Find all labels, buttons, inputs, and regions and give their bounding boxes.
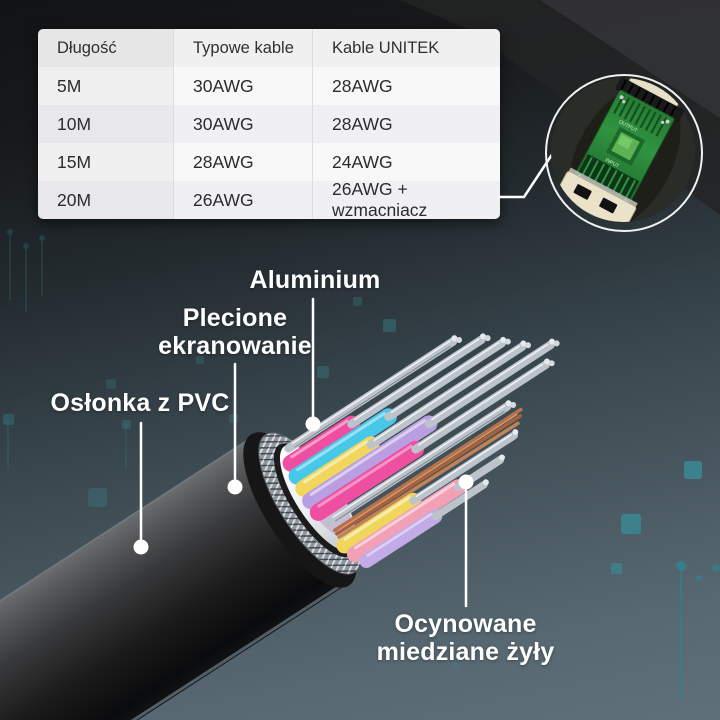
- table-cell: 30AWG: [173, 105, 312, 143]
- table-header-typical: Typowe kable: [173, 29, 312, 67]
- table-header-length: Długość: [38, 29, 173, 67]
- inset-outer-ring: [545, 74, 703, 232]
- corner-sweep-light: [540, 0, 720, 118]
- circuit-trace-right: [676, 561, 720, 702]
- table-cell: 26AWG: [173, 181, 312, 219]
- copper-dot: [458, 474, 474, 490]
- label-tinned-copper: Ocynowane miedziane żyły: [376, 610, 555, 666]
- table-cell: 15M: [38, 143, 173, 181]
- label-pvc-jacket: Osłonka z PVC: [50, 389, 230, 417]
- circuit-traces-left: [7, 229, 127, 470]
- table-cell: 26AWG + wzmacniacz: [312, 179, 500, 219]
- table-cell: 30AWG: [173, 67, 312, 105]
- pvc-jacket: [0, 436, 348, 720]
- awg-comparison-table: Długość Typowe kable Kable UNITEK 5M 30A…: [38, 29, 500, 219]
- table-cell: 10M: [38, 105, 173, 143]
- table-cell: 28AWG: [173, 143, 312, 181]
- connector-photo: OUTPUT INPUT: [551, 78, 695, 222]
- label-braided-shielding: Plecione ekranowanie: [158, 304, 312, 360]
- table-to-inset-line: [498, 151, 555, 199]
- table-header-unitek: Kable UNITEK: [312, 29, 500, 67]
- table-cell: 20M: [38, 181, 173, 219]
- table-cell: 28AWG: [312, 67, 500, 105]
- table-cell: 24AWG: [312, 143, 500, 181]
- label-aluminium: Aluminium: [249, 266, 381, 294]
- pvc-dot: [133, 539, 149, 555]
- braid-dot: [227, 479, 243, 495]
- decor-squares: [3, 297, 702, 670]
- table-cell: 5M: [38, 67, 173, 105]
- table-cell: 28AWG: [312, 105, 500, 143]
- aluminium-dot: [305, 416, 321, 432]
